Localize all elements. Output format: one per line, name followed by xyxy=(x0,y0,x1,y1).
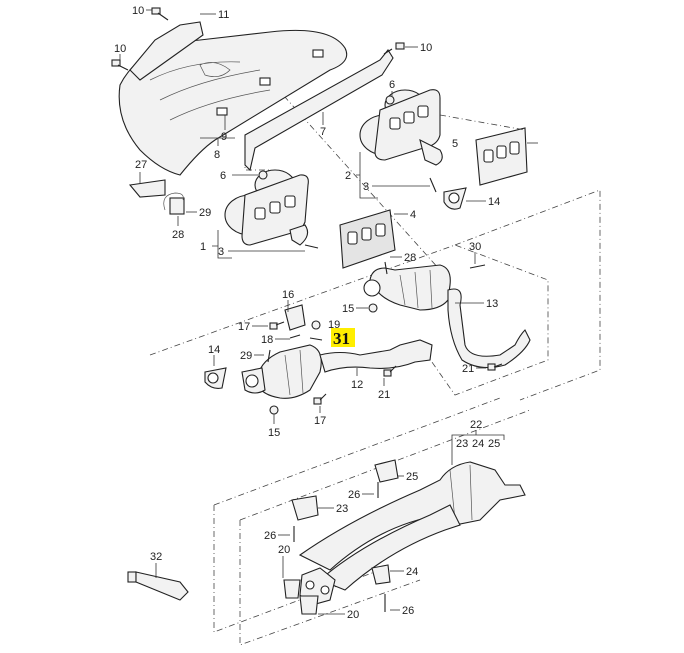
boundary-lower-inner xyxy=(239,409,531,646)
callout-10: 10 xyxy=(132,5,144,17)
callout-21: 21 xyxy=(378,389,390,401)
gasket-right xyxy=(475,127,528,186)
callout-20: 20 xyxy=(278,544,290,556)
callout-8: 8 xyxy=(214,149,220,161)
callout-32: 32 xyxy=(150,551,162,563)
callout-23: 23 xyxy=(336,503,348,515)
stud-icon xyxy=(309,337,323,341)
bracket-11 xyxy=(129,21,204,81)
callout-24: 24 xyxy=(406,566,418,578)
callout-10: 10 xyxy=(420,42,432,54)
bolt-icon xyxy=(151,7,169,21)
callout-30: 30 xyxy=(469,241,481,253)
bolt-icon xyxy=(383,42,405,55)
assembly-boundaries xyxy=(149,66,601,646)
callout-15: 15 xyxy=(268,427,280,439)
exhaust-manifold-left xyxy=(224,169,309,246)
stud-icon xyxy=(304,244,319,249)
nut-icon xyxy=(269,405,279,415)
callout-6: 6 xyxy=(220,170,226,182)
nut-icon xyxy=(385,95,395,105)
boundary-right-cat xyxy=(454,189,601,401)
callout-22: 22 xyxy=(470,419,482,431)
callout-10: 10 xyxy=(114,43,126,55)
catalytic-converter-left xyxy=(241,339,433,399)
callout-27: 27 xyxy=(135,159,147,171)
callout-9: 9 xyxy=(221,131,227,143)
bolt-icon xyxy=(269,321,285,330)
callout-21: 21 xyxy=(462,363,474,375)
sensor-28 xyxy=(384,261,388,275)
callout-14: 14 xyxy=(488,196,500,208)
stud-icon xyxy=(429,177,437,193)
bolt-icon xyxy=(383,365,397,377)
boundary-left-cat xyxy=(149,244,549,396)
bolt-icon xyxy=(487,363,503,371)
callout-13: 13 xyxy=(486,298,498,310)
callout-25: 25 xyxy=(488,438,500,450)
callout-28: 28 xyxy=(404,252,416,264)
callout-20: 20 xyxy=(347,609,359,621)
gasket-left xyxy=(339,209,396,269)
nut-icon xyxy=(368,303,378,313)
callout-11: 11 xyxy=(218,9,229,21)
boundary-heatshield xyxy=(244,145,270,171)
bolt-icon xyxy=(313,393,327,405)
callout-25: 25 xyxy=(406,471,418,483)
callout-14: 14 xyxy=(208,344,220,356)
highlight-background xyxy=(331,328,355,347)
callout-7: 7 xyxy=(320,126,326,138)
callout-26: 26 xyxy=(348,489,360,501)
callout-23: 23 xyxy=(456,438,468,450)
sensor-29 xyxy=(267,349,271,363)
callout-17: 17 xyxy=(238,321,250,333)
heat-shield-clip xyxy=(312,49,324,58)
rail-7 xyxy=(244,49,394,172)
leader-lines xyxy=(119,9,538,615)
gasket-20 xyxy=(299,595,319,615)
catalytic-converter-right xyxy=(363,264,531,369)
callout-26: 26 xyxy=(264,530,276,542)
connector-29 xyxy=(169,197,185,215)
callout-3: 3 xyxy=(218,246,224,258)
callout-26: 26 xyxy=(402,605,414,617)
callout-4: 4 xyxy=(410,209,416,221)
heat-shield-clip xyxy=(259,77,271,86)
boundary-lower-outer xyxy=(213,397,501,633)
highlight-callout-31[interactable]: 31 xyxy=(331,328,355,348)
callout-16: 16 xyxy=(282,289,294,301)
callout-1: 1 xyxy=(200,241,206,253)
callout-5: 5 xyxy=(452,138,458,150)
front-pipe-assembly xyxy=(298,461,526,606)
bracket-24 xyxy=(371,564,391,585)
callout-29: 29 xyxy=(199,207,211,219)
callout-12: 12 xyxy=(351,379,363,391)
paste-tube-32 xyxy=(127,571,189,601)
bracket-25 xyxy=(374,459,399,483)
callout-6: 6 xyxy=(389,79,395,91)
nut-icon xyxy=(258,170,268,180)
sensor-30 xyxy=(469,264,486,269)
highlight-label[interactable]: 31 xyxy=(333,329,350,348)
callout-17: 17 xyxy=(314,415,326,427)
exhaust-manifold-right xyxy=(359,89,443,166)
sensor-bracket-27 xyxy=(128,179,166,198)
bracket-16 xyxy=(284,304,306,331)
stud-icon xyxy=(289,334,301,339)
callout-24: 24 xyxy=(472,438,484,450)
bolt-icon xyxy=(111,59,129,71)
callout-2: 2 xyxy=(345,170,351,182)
heat-shield-clip xyxy=(216,107,228,116)
bracket-23 xyxy=(291,495,319,521)
nut-icon xyxy=(311,320,321,330)
callout-labels: 10 11 10 10 9 8 7 6 2 3 5 14 27 29 28 6 … xyxy=(114,5,500,621)
callout-15: 15 xyxy=(342,303,354,315)
callout-3: 3 xyxy=(363,181,369,193)
callout-28: 28 xyxy=(172,229,184,241)
callout-18: 18 xyxy=(261,334,273,346)
callout-29: 29 xyxy=(240,350,252,362)
gasket-20 xyxy=(283,579,301,599)
